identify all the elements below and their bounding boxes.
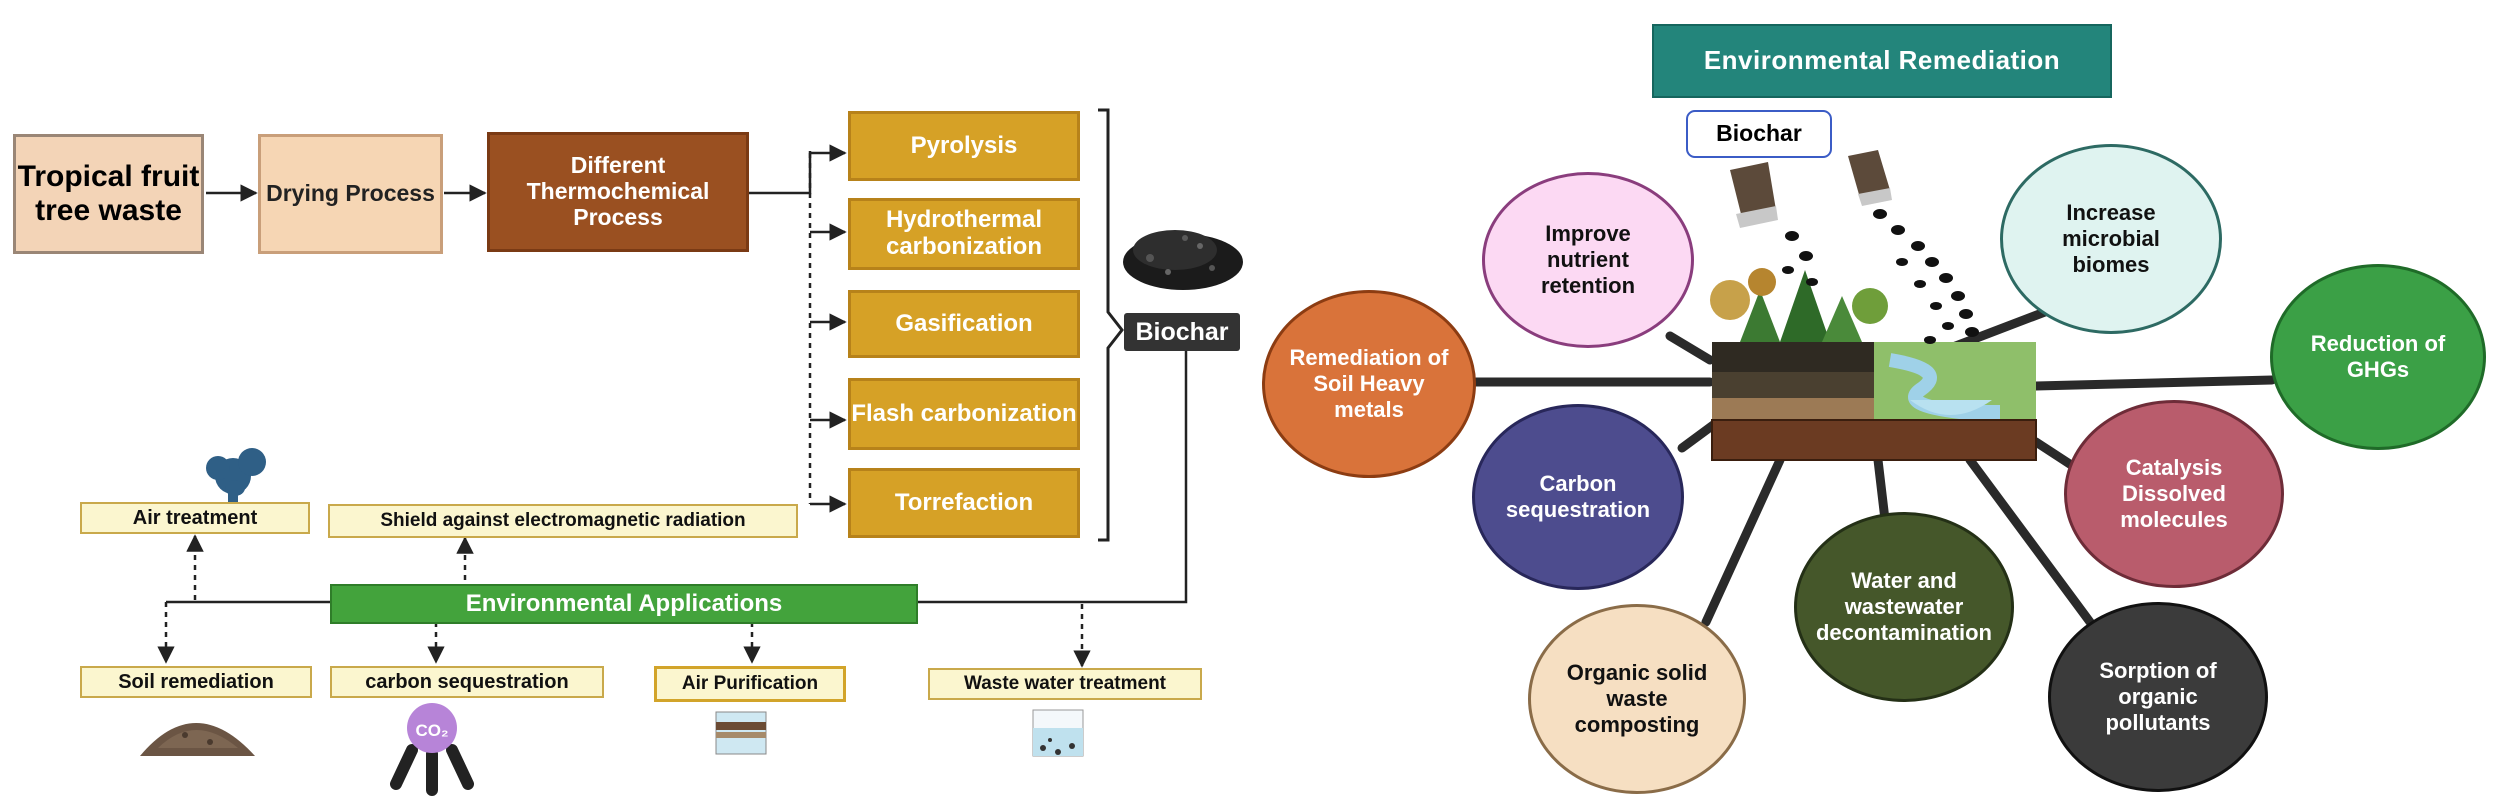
biochar-granules [1782, 209, 1979, 344]
benefit-organic-solid-waste-composting: Organic solid waste composting [1528, 604, 1746, 794]
environmental-applications-bar: Environmental Applications [330, 584, 918, 624]
filter-layers-icon [715, 711, 767, 755]
soil-pile-icon [140, 723, 255, 756]
benefit-reduction-of-ghgs: Reduction of GHGs [2270, 264, 2486, 450]
remediation-connectors [1471, 305, 2277, 627]
trees-icon [1710, 268, 1888, 342]
benefit-remediation-soil-heavy-metals: Remediation of Soil Heavy metals [1262, 290, 1476, 478]
co2-icon: CO₂ [390, 703, 474, 796]
air-purification-label: Air Purification [654, 666, 846, 702]
benefit-catalysis-dissolved-molecules: Catalysis Dissolved molecules [2064, 400, 2284, 588]
water-beaker-icon [1032, 709, 1084, 757]
flow-connectors [157, 108, 1188, 668]
process-flash-carbonization: Flash carbonization [848, 378, 1080, 450]
environmental-remediation-title: Environmental Remediation [1652, 24, 2112, 98]
process-pyrolysis: Pyrolysis [848, 111, 1080, 181]
biochar-pile-icon [1123, 230, 1243, 290]
carbon-sequestration-label: carbon sequestration [330, 666, 604, 698]
soil-cross-section [1711, 342, 2037, 461]
biochar-tag: Biochar [1686, 110, 1832, 158]
biochar-cup-icon [1730, 150, 1892, 228]
air-treatment-label: Air treatment [80, 502, 310, 534]
svg-text:CO₂: CO₂ [415, 721, 448, 740]
process-gasification: Gasification [848, 290, 1080, 358]
process-torrefaction: Torrefaction [848, 468, 1080, 538]
soil-remediation-label: Soil remediation [80, 666, 312, 698]
waste-water-treatment-label: Waste water treatment [928, 668, 1202, 700]
smoke-icon [206, 448, 266, 508]
thermochemical-process-box: Different Thermochemical Process [487, 132, 749, 252]
process-hydrothermal-carbonization: Hydrothermal carbonization [848, 198, 1080, 270]
biochar-label: Biochar [1124, 313, 1240, 351]
benefit-increase-microbial-biomes: Increase microbial biomes [2000, 144, 2222, 334]
benefit-improve-nutrient-retention: Improve nutrient retention [1482, 172, 1694, 348]
drying-process-box: Drying Process [258, 134, 443, 254]
benefit-carbon-sequestration: Carbon sequestration [1472, 404, 1684, 590]
shield-radiation-label: Shield against electromagnetic radiation [328, 504, 798, 538]
benefit-water-wastewater-decontamination: Water and wastewater decontamination [1794, 512, 2014, 702]
tropical-fruit-waste-box: Tropical fruit tree waste [13, 134, 204, 254]
benefit-sorption-organic-pollutants: Sorption of organic pollutants [2048, 602, 2268, 792]
